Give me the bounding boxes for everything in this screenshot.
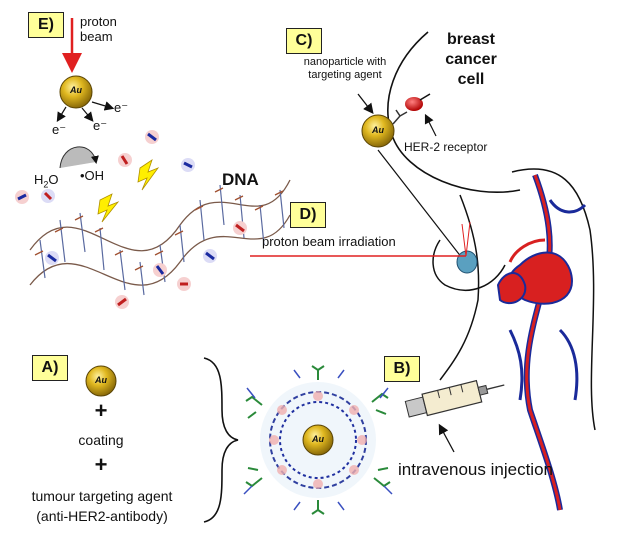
gold-nanoparticle-c [361, 114, 395, 148]
breast-vessels [496, 173, 587, 511]
zoom-line [377, 149, 463, 259]
panel-b-label: B) [384, 356, 420, 382]
panel-a-label: A) [32, 355, 68, 381]
electron-label-3: e⁻ [52, 122, 67, 137]
bracket [203, 357, 239, 523]
gold-nanoparticle-a [85, 365, 117, 397]
au-label-c: Au [372, 125, 384, 135]
electron-label-1: e⁻ [114, 100, 129, 115]
her2-receptor-label: HER-2 receptor [404, 140, 488, 154]
plus-sign-2: + [94, 452, 108, 477]
gold-nanoparticle-e [59, 75, 93, 109]
coating-label: coating [78, 432, 124, 448]
water-label: H2O [34, 172, 59, 190]
lightning-icon [97, 193, 120, 223]
panel-e-label: E) [28, 12, 64, 38]
her2-receptor [405, 97, 423, 111]
tumour [456, 250, 478, 274]
lightning-icon [137, 159, 160, 191]
body-outline [432, 168, 596, 431]
panel-c-label: C) [286, 28, 322, 54]
panel-d-label: D) [290, 202, 326, 228]
nanoparticle-label: nanoparticle with targeting agent [303, 56, 387, 81]
dna-label: DNA [222, 170, 259, 189]
au-label-e: Au [70, 85, 82, 95]
proton-beam-label: proton beam [80, 14, 117, 44]
syringe-icon [404, 379, 505, 418]
au-label-a: Au [95, 375, 107, 385]
reaction-arrow [59, 146, 99, 169]
hydroxyl-radical-label: •OH [80, 168, 105, 183]
electron-label-2: e⁻ [93, 118, 108, 133]
dna-helix [29, 179, 291, 296]
antibody-label: (anti-HER2-antibody) [36, 508, 168, 524]
radical-molecules [15, 130, 247, 309]
proton-irradiation-label: proton beam irradiation [262, 234, 396, 249]
au-label-center: Au [312, 434, 324, 444]
coated-nanoparticle [243, 365, 393, 515]
targeting-agent-label: tumour targeting agent [31, 488, 173, 504]
plus-sign-1: + [94, 398, 108, 423]
breast-cancer-cell-label: breast cancer cell [445, 31, 497, 88]
intravenous-injection-label: intravenous injection [398, 460, 553, 479]
